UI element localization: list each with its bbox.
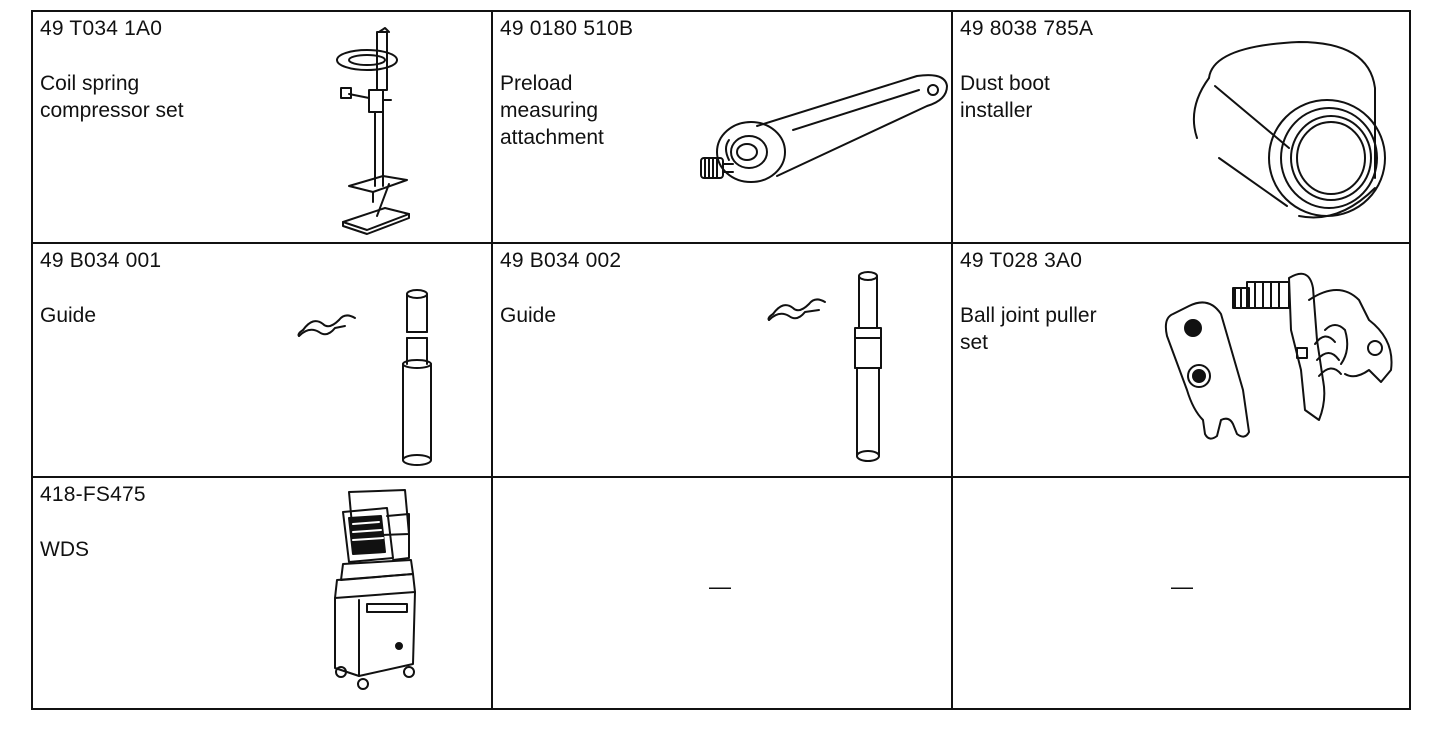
tool-cell: 49 B034 002 Guide (493, 244, 953, 478)
tool-name: Preload measuring attachment (500, 72, 604, 149)
tool-code: 418-FS475 (40, 483, 146, 506)
tool-code: 49 B034 001 (40, 249, 162, 272)
tool-cell: 49 T034 1A0 Coil spring compressor set (33, 12, 493, 244)
guide-pin-illustration (767, 271, 882, 462)
tool-name: Dust boot installer (960, 72, 1050, 122)
preload-wrench-illustration (700, 74, 948, 183)
tool-name: Guide (500, 304, 557, 327)
tool-cell-empty: — (493, 478, 953, 708)
guide-pin-illustration (297, 289, 432, 466)
ball-joint-puller-illustration (1164, 272, 1393, 440)
wds-cabinet-illustration (334, 489, 416, 690)
tool-name: WDS (40, 538, 89, 561)
tool-cell-empty: — (953, 478, 1409, 708)
tool-cell: 49 B034 001 Guide (33, 244, 493, 478)
tool-cell: 49 0180 510B Preload measuring attachmen… (493, 12, 953, 244)
empty-placeholder: — (1171, 574, 1193, 599)
tool-cell: 49 8038 785A Dust boot installer (953, 12, 1409, 244)
dust-boot-installer-illustration (1192, 41, 1386, 219)
tool-code: 49 B034 002 (500, 249, 622, 272)
tool-cell: 418-FS475 WDS (33, 478, 493, 708)
tool-code: 49 T034 1A0 (40, 17, 163, 40)
tool-code: 49 0180 510B (500, 17, 634, 40)
empty-placeholder: — (709, 574, 731, 599)
tool-cell: 49 T028 3A0 Ball joint puller set (953, 244, 1409, 478)
tool-name: Guide (40, 304, 97, 327)
tool-code: 49 T028 3A0 (960, 249, 1083, 272)
tool-code: 49 8038 785A (960, 17, 1094, 40)
tool-name: Coil spring compressor set (40, 72, 184, 122)
coil-spring-compressor-illustration (336, 27, 410, 235)
special-tools-table: 49 T034 1A0 Coil spring compressor set 4… (31, 10, 1411, 710)
tool-name: Ball joint puller set (960, 304, 1097, 354)
